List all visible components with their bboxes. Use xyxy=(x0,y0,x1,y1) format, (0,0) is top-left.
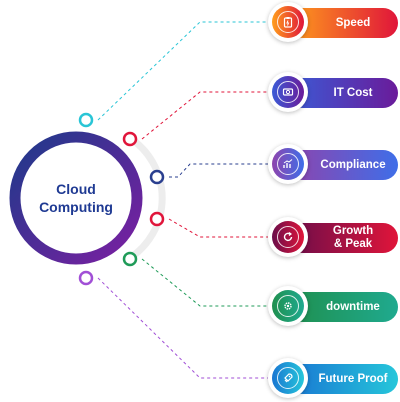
connector-line xyxy=(141,91,276,140)
feature-badge xyxy=(268,217,308,257)
feature-badge xyxy=(268,286,308,326)
connector-line xyxy=(97,21,276,121)
feature-item: Speed xyxy=(268,2,400,42)
feature-badge-ring xyxy=(272,76,304,108)
feature-item: Future Proof xyxy=(268,358,400,398)
connector-line xyxy=(169,163,276,178)
feature-label: Growth & Peak xyxy=(332,225,374,250)
feature-item: IT Cost xyxy=(268,72,400,112)
connector-node xyxy=(149,169,165,185)
gear-icon xyxy=(277,295,299,317)
center-circle xyxy=(9,131,143,265)
feature-badge-ring xyxy=(272,6,304,38)
money-icon xyxy=(277,81,299,103)
feature-item: Growth & Peak xyxy=(268,217,400,257)
rocket-icon xyxy=(277,367,299,389)
connector-node xyxy=(149,211,165,227)
connector-arc xyxy=(128,135,166,261)
connector-node xyxy=(122,251,138,267)
connector-node xyxy=(78,270,94,286)
feature-label: Speed xyxy=(335,16,371,29)
center-label-line2: Computing xyxy=(39,199,113,215)
connector-line xyxy=(141,258,276,307)
center-label-line1: Cloud xyxy=(56,181,96,197)
feature-badge-ring xyxy=(272,221,304,253)
feature-badge xyxy=(268,2,308,42)
connector-node xyxy=(78,112,94,128)
connector-line xyxy=(97,277,276,379)
feature-badge-ring xyxy=(272,290,304,322)
feature-label: IT Cost xyxy=(333,86,373,99)
feature-badge xyxy=(268,358,308,398)
feature-item: Compliance xyxy=(268,144,400,184)
feature-badge xyxy=(268,72,308,112)
center-label: Cloud Computing xyxy=(16,180,136,216)
refresh-icon xyxy=(277,226,299,248)
feature-label: Compliance xyxy=(320,158,386,171)
feature-item: downtime xyxy=(268,286,400,326)
feature-label: downtime xyxy=(326,300,380,313)
connector-line xyxy=(168,218,276,238)
feature-label: Future Proof xyxy=(318,372,388,385)
feature-pill: Growth & Peak xyxy=(288,223,398,253)
clipboard-icon xyxy=(277,11,299,33)
feature-badge-ring xyxy=(272,148,304,180)
feature-badge-ring xyxy=(272,362,304,394)
growth-chart-icon xyxy=(277,153,299,175)
connector-node xyxy=(122,131,138,147)
feature-badge xyxy=(268,144,308,184)
